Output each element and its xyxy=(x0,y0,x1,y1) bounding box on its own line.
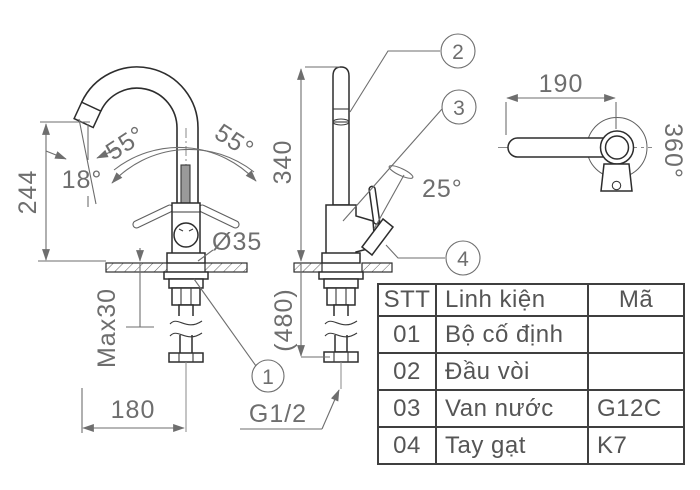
faucet-body-front xyxy=(166,202,206,264)
callout-2-circle xyxy=(440,33,476,69)
row-2-stt: 02 xyxy=(377,352,437,391)
callout-1-circle xyxy=(251,359,285,393)
arm-length-dimension: 190 xyxy=(505,70,617,135)
handle-top xyxy=(600,163,633,192)
row-1-code xyxy=(587,315,685,354)
hose-end-front xyxy=(168,352,204,363)
callout-4-number: 4 xyxy=(457,248,469,271)
row-3-code: G12C xyxy=(587,389,685,428)
mounting-assembly-side xyxy=(318,271,364,389)
header-stt: STT xyxy=(377,283,437,317)
callout-3-circle xyxy=(441,89,477,125)
callouts: 1 2 3 4 xyxy=(193,33,481,393)
dim-handle-angle: 25° xyxy=(422,175,463,203)
reach-dimension-180: 180 xyxy=(81,388,185,433)
row-4-stt: 04 xyxy=(377,426,437,465)
callout-2-number: 2 xyxy=(452,41,464,64)
handle-lever-front xyxy=(180,164,191,208)
dim-body-diameter: Ø35 xyxy=(212,228,262,256)
spout-tip xyxy=(73,101,102,129)
gooseneck-spout xyxy=(73,66,199,205)
parts-table-header-row: STT Linh kiện Mã xyxy=(377,283,685,317)
escutcheon-side xyxy=(321,252,361,264)
handle-angle-annotation: 25° xyxy=(373,165,463,230)
joint-sphere xyxy=(173,222,199,248)
dim-height: 340 xyxy=(269,140,297,185)
row-3-stt: 03 xyxy=(377,389,437,428)
callout-3-number: 3 xyxy=(453,97,465,120)
countertop-side xyxy=(293,262,393,273)
row-4-code: K7 xyxy=(587,426,685,465)
handle-side xyxy=(360,185,395,257)
dim-swing-right: 55° xyxy=(210,118,259,164)
table-row: 03 Van nước G12C xyxy=(377,389,685,428)
deck-thickness-dimension: Max30 xyxy=(93,248,154,368)
diameter-annotation: Ø35 xyxy=(197,228,262,262)
row-2-part: Đầu vòi xyxy=(435,352,589,391)
swing-angle-annotation: 55° 55° xyxy=(101,118,259,184)
table-row: 01 Bộ cố định xyxy=(377,315,685,354)
header-ma: Mã xyxy=(587,283,685,317)
callout-1-number: 1 xyxy=(262,366,274,389)
handle-swing-left xyxy=(132,204,174,229)
height-dimension-340-480: 340 (480) xyxy=(269,66,340,358)
front-view: 55° 55° 18° 244 Max30 xyxy=(14,66,262,433)
pipe-break-symbol xyxy=(169,320,203,326)
row-1-part: Bộ cố định xyxy=(435,315,589,354)
top-view: 190 360° xyxy=(498,70,687,192)
countertop-front xyxy=(105,262,248,273)
spout-angle-annotation: 18° xyxy=(45,118,118,207)
table-row: 04 Tay gạt K7 xyxy=(377,426,685,465)
row-1-stt: 01 xyxy=(377,315,437,354)
row-2-code xyxy=(587,352,685,391)
dim-reach: 180 xyxy=(111,396,156,424)
side-view: 25° 340 (480) G1/2 xyxy=(240,66,463,430)
dim-swing-left: 55° xyxy=(101,120,150,166)
dim-thread: G1/2 xyxy=(249,400,307,428)
row-4-part: Tay gạt xyxy=(435,426,589,465)
mounting-assembly-front xyxy=(163,271,209,432)
row-3-part: Van nước xyxy=(435,389,589,428)
table-row: 02 Đầu vòi xyxy=(377,352,685,391)
dim-max-deck: Max30 xyxy=(93,288,121,368)
dim-arm-length: 190 xyxy=(539,70,584,98)
dim-spout-height: 244 xyxy=(14,170,42,215)
header-linh-kien: Linh kiện xyxy=(435,283,589,317)
handle-swing-right xyxy=(198,204,240,229)
dim-total-height: (480) xyxy=(270,288,298,351)
parts-table: STT Linh kiện Mã 01 Bộ cố định 02 Đầu vò… xyxy=(377,283,685,465)
callout-4-circle xyxy=(445,240,481,276)
height-dimension-244: 244 xyxy=(14,121,106,262)
dim-spout-angle: 18° xyxy=(62,166,103,194)
spout-side xyxy=(332,66,350,206)
dim-rotation: 360° xyxy=(659,123,687,179)
thread-annotation: G1/2 xyxy=(240,389,340,430)
escutcheon-front xyxy=(166,252,206,264)
